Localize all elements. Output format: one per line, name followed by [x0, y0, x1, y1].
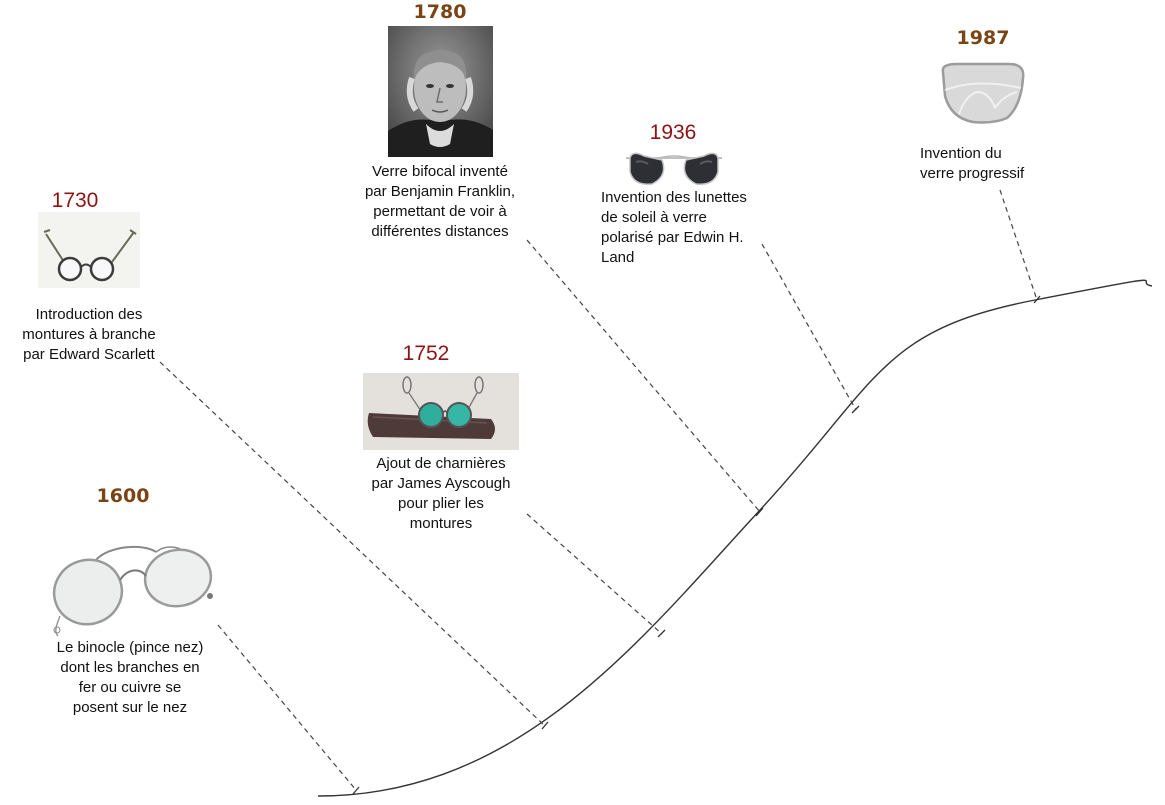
caption-1780-line: Verre bifocal inventé: [372, 163, 508, 180]
caption-1752: Ajout de charnières par James Ayscough p…: [356, 454, 526, 534]
caption-1936-line: polarisé par Edwin H.: [601, 229, 744, 246]
connector-1987: [999, 189, 1038, 301]
caption-1600: Le binocle (pince nez) dont les branches…: [30, 638, 230, 718]
year-1600: 1600: [96, 485, 150, 507]
caption-1987-line: Invention du: [920, 145, 1002, 162]
connector-1600: [217, 624, 357, 791]
timeline-curve: [317, 279, 1153, 797]
year-1936: 1936: [649, 121, 697, 144]
connector-1936: [761, 243, 857, 411]
caption-1752-line: pour plier les: [398, 495, 484, 512]
tick-1752: [657, 629, 666, 638]
hinged-spectacles-case-icon: [363, 373, 519, 450]
caption-1936-line: de soleil à verre: [601, 209, 707, 226]
tick-1600: [352, 786, 360, 795]
caption-1752-line: Ajout de charnières: [376, 455, 506, 472]
caption-1730-line: par Edward Scarlett: [23, 346, 155, 363]
caption-1730-line: montures à branche: [22, 326, 156, 343]
year-1730: 1730: [51, 189, 99, 212]
caption-1730-line: Introduction des: [35, 306, 143, 323]
tick-1936: [851, 405, 860, 414]
caption-1752-line: montures: [409, 515, 473, 532]
year-1752: 1752: [402, 342, 450, 365]
year-1780: 1780: [413, 1, 467, 23]
connector-1752: [526, 513, 663, 635]
caption-1780-line: différentes distances: [371, 223, 509, 240]
caption-1936-line: Land: [601, 249, 635, 266]
caption-1987: Invention du verre progressif: [920, 144, 1100, 184]
year-1987: 1987: [956, 27, 1010, 49]
progressive-lens-icon: [941, 62, 1025, 124]
tick-1987: [1033, 295, 1041, 304]
caption-1936-line: Invention des lunettes: [601, 189, 747, 206]
aviator-sunglasses-icon: [626, 152, 722, 185]
caption-1600-line: Le binocle (pince nez): [56, 639, 204, 656]
caption-1780-line: par Benjamin Franklin,: [364, 183, 516, 200]
tick-1780: [755, 507, 764, 517]
caption-1600-line: posent sur le nez: [72, 699, 188, 716]
caption-1600-line: fer ou cuivre se: [78, 679, 182, 696]
caption-1936: Invention des lunettes de soleil à verre…: [601, 188, 781, 268]
connector-1730: [159, 361, 546, 727]
tick-1730: [541, 721, 549, 730]
caption-1752-line: par James Ayscough: [371, 475, 511, 492]
caption-1987-line: verre progressif: [920, 165, 1025, 182]
benjamin-franklin-portrait: [388, 26, 493, 157]
temple-spectacles-icon: [38, 212, 140, 288]
caption-1780-line: permettant de voir à: [373, 203, 507, 220]
pince-nez-icon: [52, 545, 213, 637]
caption-1780: Verre bifocal inventé par Benjamin Frank…: [350, 162, 530, 242]
caption-1730: Introduction des montures à branche par …: [4, 305, 174, 365]
connector-1780: [526, 239, 761, 513]
caption-1600-line: dont les branches en: [60, 659, 200, 676]
